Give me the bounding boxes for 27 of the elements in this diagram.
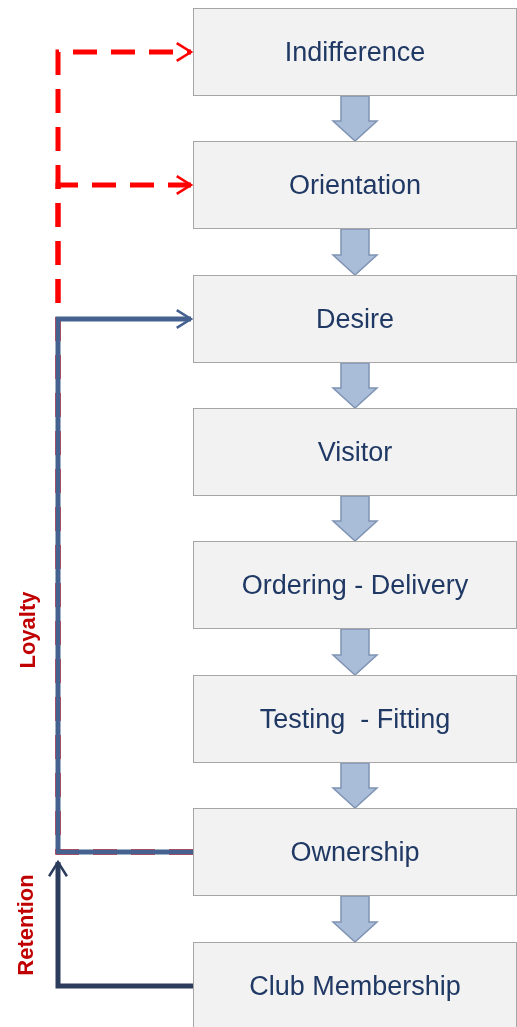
stage-label: Orientation [288, 169, 422, 201]
stage-label: Desire [316, 303, 394, 335]
block-arrow [331, 628, 379, 676]
block-arrow [331, 95, 379, 142]
loop-label: Retention [13, 874, 39, 976]
stage-box [193, 408, 517, 496]
stage-box [193, 8, 517, 96]
loop-label: Loyalty [15, 591, 41, 669]
stage-box [193, 275, 517, 363]
stage-box [193, 675, 517, 763]
feedback-arrow [55, 308, 193, 855]
feedback-arrow [47, 860, 193, 989]
stage-box [193, 541, 517, 629]
stage-label: Ownership [290, 836, 420, 868]
stage-label: Club Membership [249, 970, 461, 1002]
stage-label: Testing - Fitting [259, 703, 451, 735]
stage-box [193, 808, 517, 896]
stage-label: Ordering - Delivery [241, 569, 469, 601]
block-arrow [331, 228, 379, 276]
stage-label: Indifference [284, 36, 426, 68]
block-arrow [331, 895, 379, 943]
stage-label: Visitor [317, 436, 393, 468]
block-arrow [331, 762, 379, 809]
stage-box [193, 942, 517, 1027]
block-arrow [331, 495, 379, 542]
stage-box [193, 141, 517, 229]
block-arrow [331, 362, 379, 409]
